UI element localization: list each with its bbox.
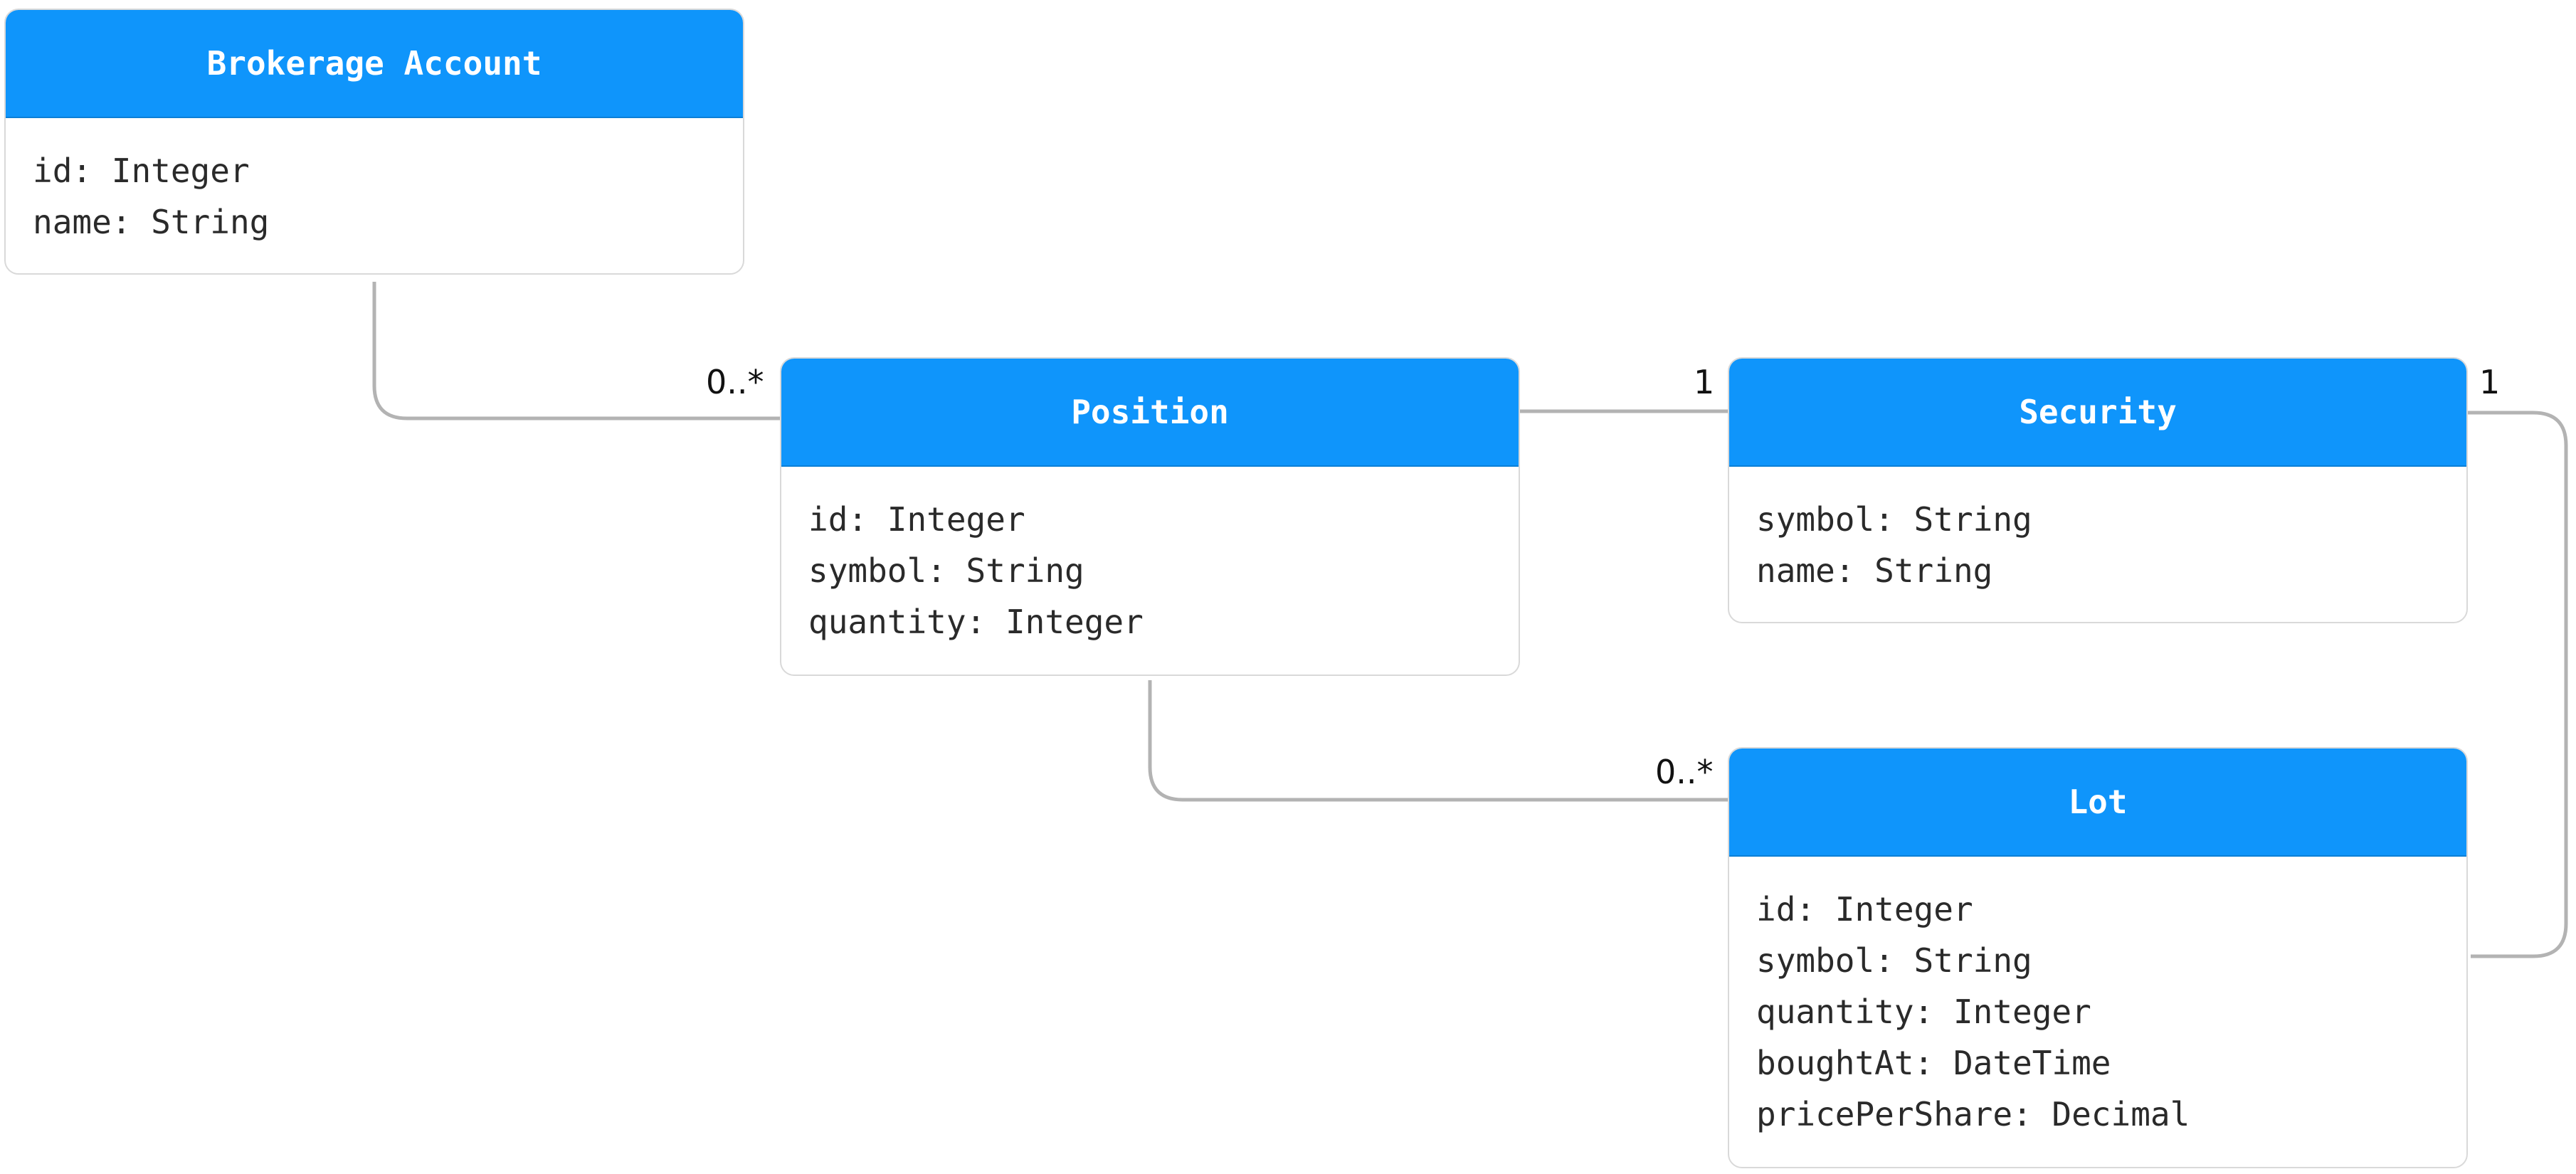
multiplicity-label: 1 xyxy=(1694,363,1715,401)
entity-title: Lot xyxy=(1729,749,2466,857)
multiplicity-label: 0..* xyxy=(1655,753,1714,791)
entity-attributes: id: Integer name: String xyxy=(6,118,743,248)
attribute: symbol: String xyxy=(1756,941,2032,980)
attribute: quantity: Integer xyxy=(1756,993,2091,1031)
entity-attributes: symbol: String name: String xyxy=(1729,467,2466,596)
entity-title: Position xyxy=(781,359,1519,467)
attribute: pricePerShare: Decimal xyxy=(1756,1095,2190,1133)
entity-title: Brokerage Account xyxy=(6,10,743,118)
attribute: quantity: Integer xyxy=(808,603,1144,641)
entity-attributes: id: Integer symbol: String quantity: Int… xyxy=(781,467,1519,647)
connector-account-position xyxy=(372,282,780,421)
entity-brokerage-account[interactable]: Brokerage Account id: Integer name: Stri… xyxy=(4,9,744,275)
entity-title: Security xyxy=(1729,359,2466,467)
entity-attributes: id: Integer symbol: String quantity: Int… xyxy=(1729,857,2466,1140)
attribute: id: Integer xyxy=(808,500,1025,539)
attribute: id: Integer xyxy=(1756,890,1973,929)
attribute: symbol: String xyxy=(1756,500,2032,539)
multiplicity-label: 0..* xyxy=(706,363,764,401)
multiplicity-label: 1 xyxy=(2479,363,2501,401)
attribute: name: String xyxy=(1756,551,1993,590)
attribute: name: String xyxy=(33,203,270,241)
connector-position-lot xyxy=(1148,680,1728,802)
attribute: id: Integer xyxy=(33,152,250,190)
connector-security-lot xyxy=(2468,411,2568,958)
entity-security[interactable]: Security symbol: String name: String xyxy=(1728,357,2468,623)
entity-lot[interactable]: Lot id: Integer symbol: String quantity:… xyxy=(1728,747,2468,1168)
entity-position[interactable]: Position id: Integer symbol: String quan… xyxy=(780,357,1520,676)
attribute: boughtAt: DateTime xyxy=(1756,1044,2111,1082)
attribute: symbol: String xyxy=(808,551,1084,590)
